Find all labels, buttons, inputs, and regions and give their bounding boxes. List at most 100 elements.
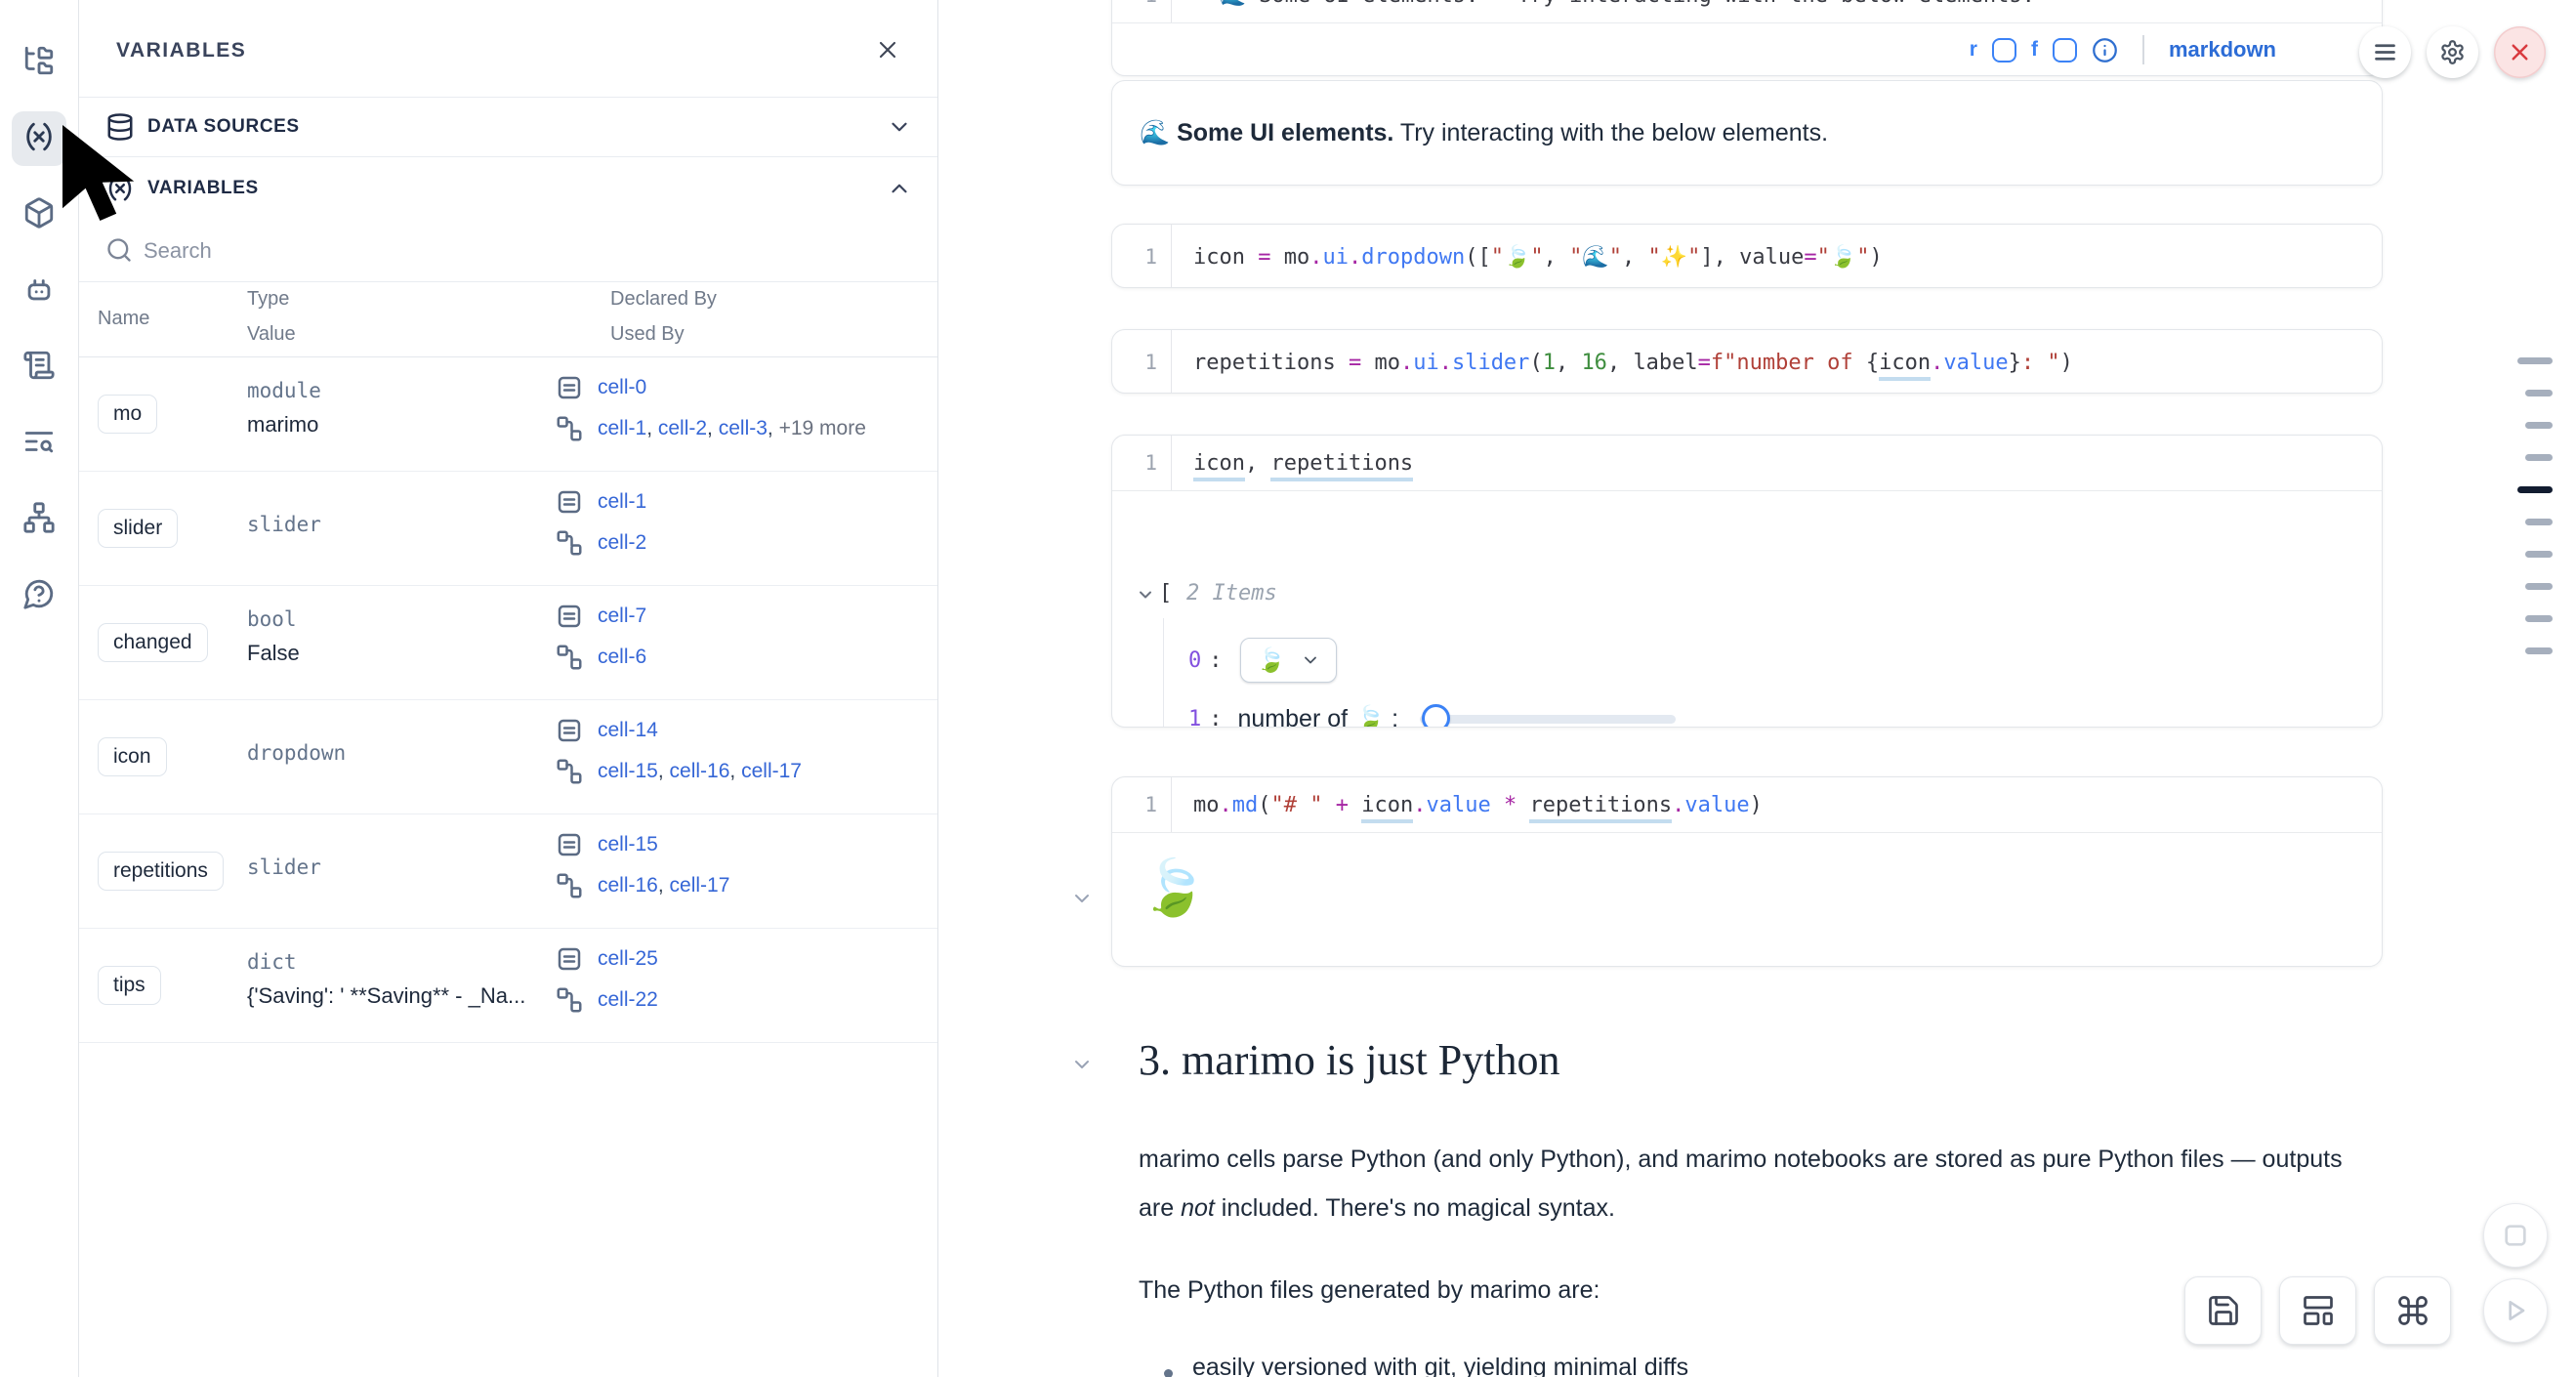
cell-link[interactable]: cell-7 [598,605,647,627]
text-search-icon [22,425,56,463]
gear-icon [2441,40,2464,64]
token: mo [1270,244,1310,270]
minimap-mark[interactable] [2525,615,2553,622]
chevron-down-icon[interactable] [1136,585,1155,605]
cell-link[interactable]: cell-2 [657,417,708,439]
slider-track[interactable] [1420,715,1677,724]
usage-link-icon [555,414,584,443]
info-icon[interactable] [2092,37,2118,63]
cell-link[interactable]: cell-22 [598,988,658,1011]
shutdown-button[interactable] [2494,26,2546,78]
code-line: icon, repetitions [1172,450,1414,481]
cell-link[interactable]: cell-3 [718,417,768,439]
search-input[interactable] [144,230,866,272]
repetitions-slider[interactable] [1420,704,1677,727]
minimap-mark[interactable] [2517,486,2553,493]
dropdown-select[interactable]: 🍃 [1239,638,1338,683]
cell-link[interactable]: cell-1 [598,417,647,439]
token: , [1244,450,1271,476]
sidebar-item-packages[interactable] [12,188,66,242]
run-all-button[interactable] [2483,1278,2548,1343]
sidebar-item-snippets[interactable] [12,340,66,395]
code-cell-dropdown[interactable]: 1 icon = mo.ui.dropdown(["🍃", "🌊", "✨"],… [1111,224,2383,288]
close-icon[interactable] [871,33,904,66]
cell-link[interactable]: cell-17 [669,874,730,897]
minimap-mark[interactable] [2525,647,2553,654]
token: . [1219,792,1232,817]
save-button[interactable] [2184,1276,2262,1345]
line-number: 1 [1144,351,1157,374]
variable-type: slider [247,513,321,536]
section-heading: 3. marimo is just Python [1139,1036,1560,1084]
sidebar-item-variables[interactable] [12,111,66,166]
variable-name-badge[interactable]: mo [98,395,158,434]
sidebar-item-dependencies[interactable] [12,492,66,547]
cell-link[interactable]: cell-1 [598,490,647,513]
bullet-icon [1164,1369,1173,1377]
stop-button[interactable] [2483,1203,2548,1268]
variable-name-badge[interactable]: tips [98,966,161,1005]
variable-name-badge[interactable]: slider [98,509,179,548]
checkbox[interactable] [1991,37,2016,63]
cell-link[interactable]: cell-2 [598,531,647,554]
collapse-chevron-icon[interactable] [1070,1053,1094,1076]
layout-button[interactable] [2279,1276,2356,1345]
minimap-mark[interactable] [2525,519,2553,525]
cell-link[interactable]: cell-17 [741,760,802,782]
code-cell-markdown-clipped[interactable]: 1 **🌊 Some UI elements.** Try interactin… [1111,0,2383,76]
minimap-mark[interactable] [2517,357,2553,364]
collapse-chevron-icon[interactable] [1070,887,1094,910]
checkbox[interactable] [2052,37,2077,63]
token: = [1258,244,1271,270]
token: , [767,417,779,439]
cell-link[interactable]: cell-15 [598,833,658,855]
section-label: DATA SOURCES [147,116,300,137]
chevron-down-icon [1305,656,1317,664]
token: . [1931,350,1944,375]
list-item-text: easily versioned with git, yielding mini… [1192,1354,1689,1377]
cell-link[interactable]: cell-6 [598,646,647,668]
token: { [1865,350,1880,375]
section-data-sources[interactable]: DATA SOURCES [79,98,937,157]
sidebar-item-search[interactable] [12,416,66,471]
minimap-mark[interactable] [2525,583,2553,590]
token [1517,793,1529,817]
cell-link[interactable]: cell-16 [669,760,730,782]
shortcuts-button[interactable] [2374,1276,2451,1345]
mouse-cursor [57,123,146,230]
token: md [1231,792,1259,817]
token: "🍃" [1490,244,1544,270]
cell-link[interactable]: cell-16 [598,874,658,897]
variable-name-badge[interactable]: icon [98,737,167,776]
stop-icon [2505,1225,2526,1246]
minimap-mark[interactable] [2525,551,2553,558]
cell-link[interactable]: cell-15 [598,760,658,782]
slider-thumb[interactable] [1422,704,1451,727]
minimap-mark[interactable] [2525,422,2553,429]
token: "✨" [1647,244,1701,270]
minimap-mark[interactable] [2525,390,2553,396]
language-toggle[interactable]: markdown [2168,37,2276,62]
section-variables[interactable]: VARIABLES [79,157,937,220]
cell-link[interactable]: cell-0 [598,376,647,398]
variable-name-badge[interactable]: changed [98,623,208,662]
token: repetitions [1270,450,1414,481]
variable-value: {'Saving': ' **Saving** - _Na... [247,983,526,1008]
sidebar-item-ai-assistant[interactable] [12,264,66,318]
variable-name-badge[interactable]: repetitions [98,852,224,891]
code-cell-slider[interactable]: 1 repetitions = mo.ui.slider(1, 16, labe… [1111,329,2383,394]
usage-link-icon [555,985,584,1015]
cell-link[interactable]: cell-14 [598,719,658,741]
dropdown-value: 🍃 [1256,647,1286,674]
sidebar-item-file-explorer[interactable] [12,35,66,90]
cell-link[interactable]: cell-25 [598,947,658,970]
settings-button[interactable] [2427,26,2478,78]
format-toggle-label: f [2030,38,2038,61]
variable-type: dict [247,950,297,974]
sidebar-item-help[interactable] [12,568,66,623]
code-cell-refs[interactable]: 1 icon, repetitions [ 2 Items 0: 🍃 [1111,435,2383,728]
notebook-menu-button[interactable] [2359,26,2411,78]
minimap-mark[interactable] [2525,454,2553,461]
col-type: Type [247,288,290,310]
code-cell-md[interactable]: 1 mo.md("# " + icon.value * repetitions.… [1111,776,2383,967]
